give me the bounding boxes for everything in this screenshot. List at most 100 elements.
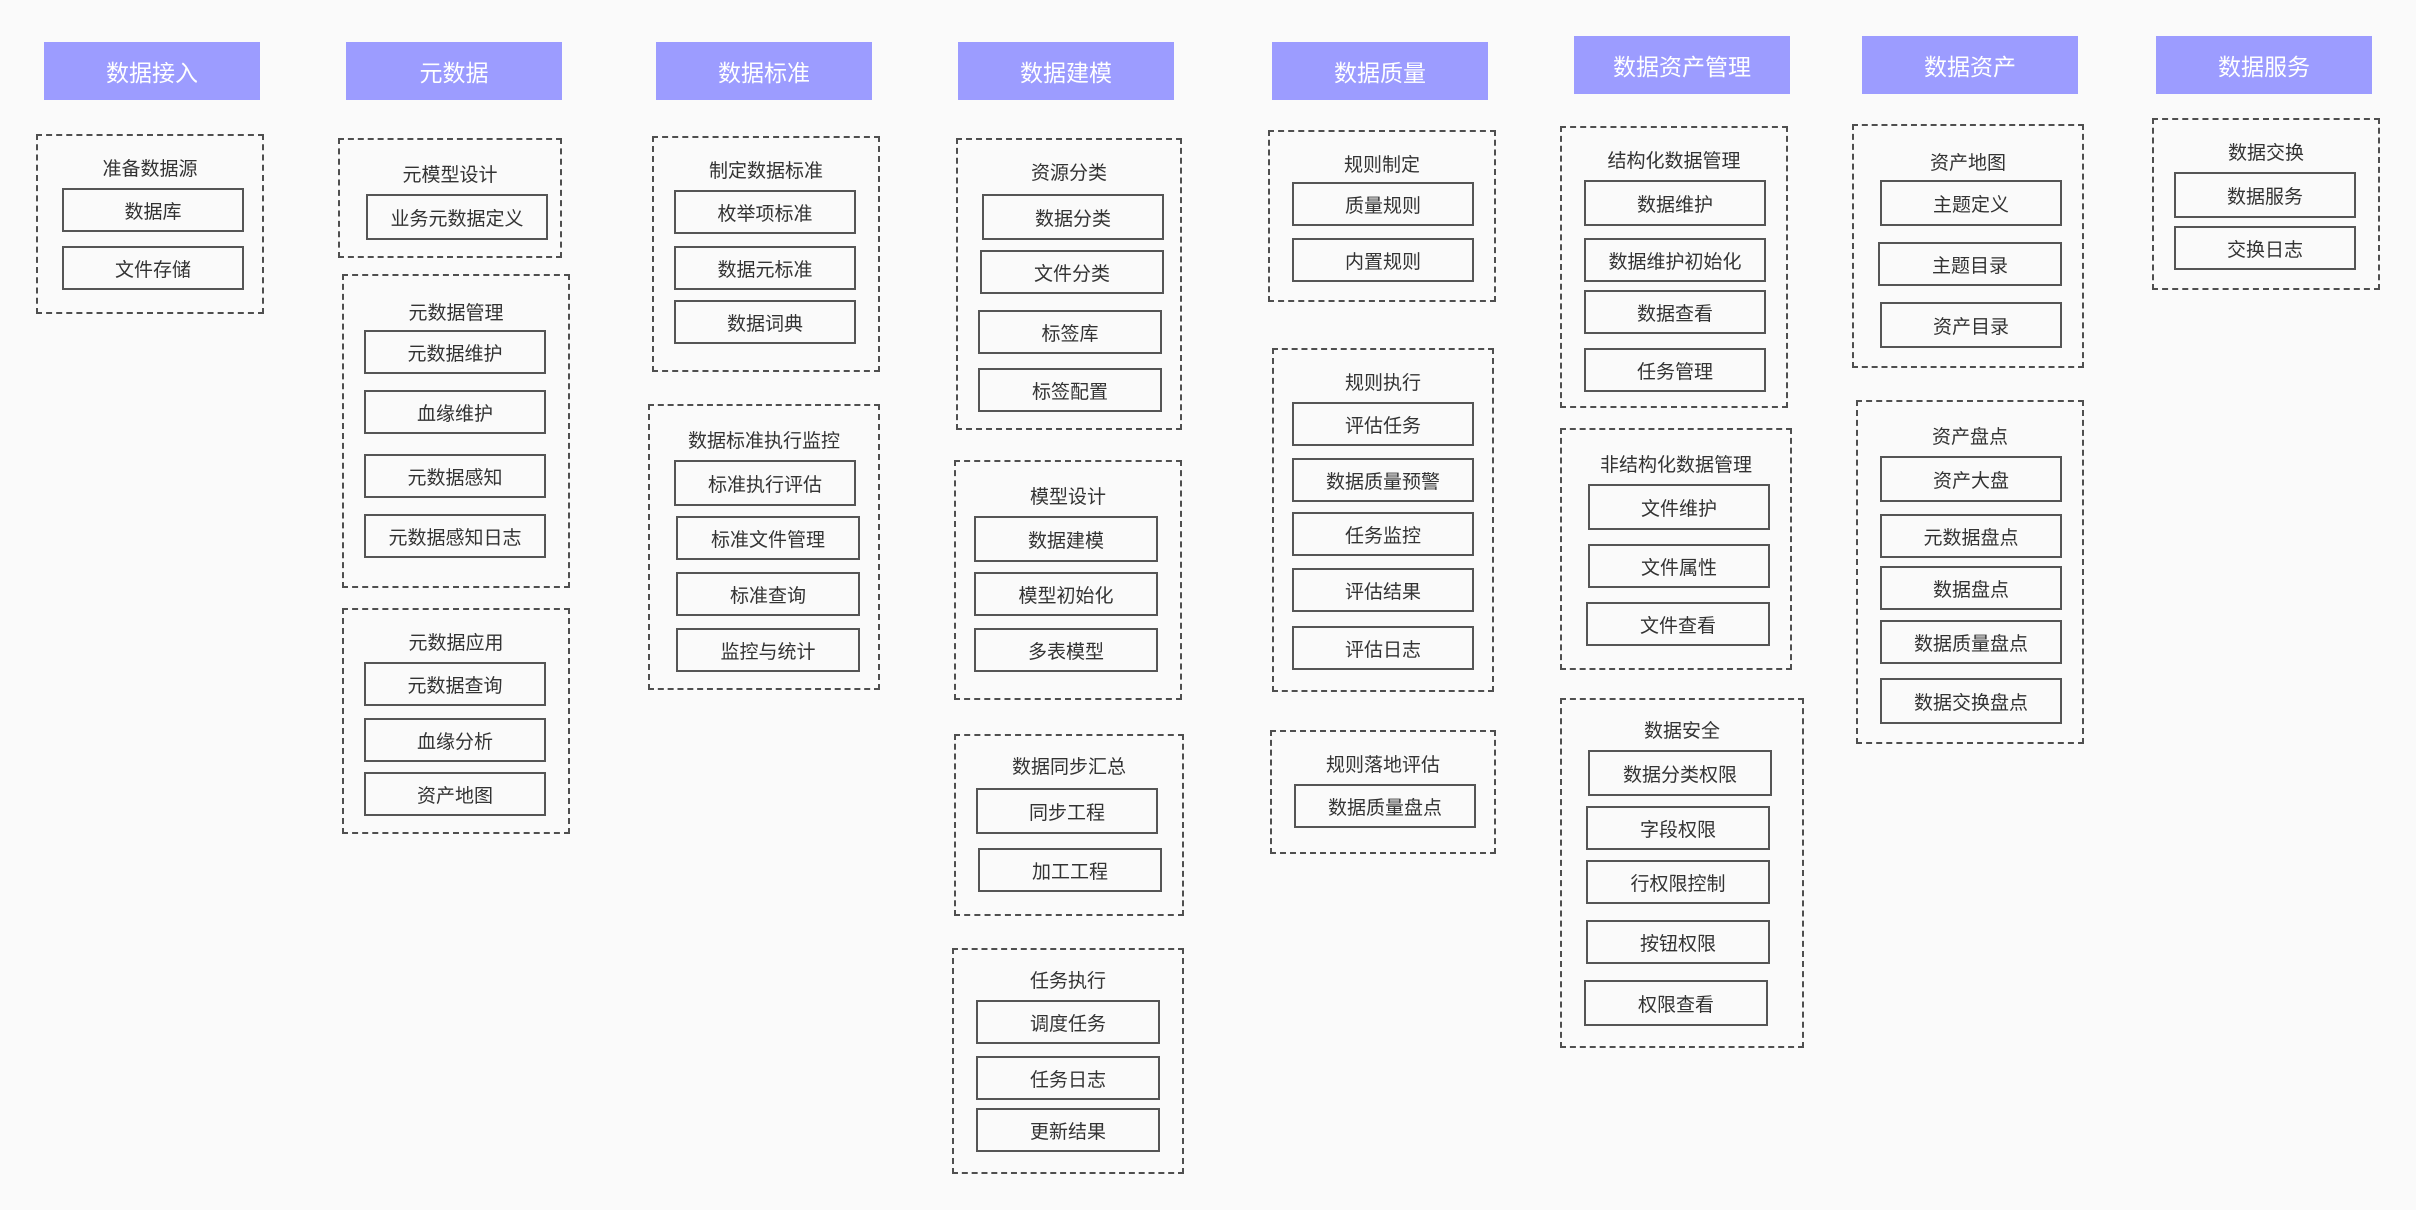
group-title: 资产盘点 bbox=[1931, 426, 2008, 448]
function-item: 文件维护 bbox=[1588, 484, 1770, 530]
column-header: 元数据 bbox=[346, 42, 562, 100]
function-item: 数据维护 bbox=[1584, 180, 1766, 226]
function-item: 质量规则 bbox=[1292, 182, 1474, 226]
function-item: 标签配置 bbox=[978, 368, 1162, 412]
function-item: 数据元标准 bbox=[674, 246, 856, 290]
group-box: 资产地图 主题定义 主题目录 资产目录 bbox=[1852, 124, 2084, 368]
group-title: 资产地图 bbox=[1929, 152, 2006, 174]
group-title: 规则制定 bbox=[1343, 154, 1420, 176]
function-item: 同步工程 bbox=[976, 788, 1158, 834]
group-box: 元数据应用 元数据查询 血缘分析 资产地图 bbox=[342, 608, 570, 834]
function-item: 评估结果 bbox=[1292, 568, 1474, 612]
group-title: 数据标准执行监控 bbox=[687, 430, 840, 452]
function-item: 文件属性 bbox=[1588, 544, 1770, 588]
group-title: 模型设计 bbox=[1029, 486, 1106, 508]
function-item: 加工工程 bbox=[978, 848, 1162, 892]
function-item: 权限查看 bbox=[1584, 980, 1768, 1026]
group-box: 数据安全 数据分类权限 字段权限 行权限控制 按钮权限 权限查看 bbox=[1560, 698, 1804, 1048]
group-box: 数据同步汇总 同步工程 加工工程 bbox=[954, 734, 1184, 916]
group-title: 数据交换 bbox=[2227, 142, 2304, 164]
function-item: 数据交换盘点 bbox=[1880, 678, 2062, 724]
column-header: 数据资产管理 bbox=[1574, 36, 1790, 94]
function-item: 业务元数据定义 bbox=[366, 194, 548, 240]
group-box: 数据交换 数据服务 交换日志 bbox=[2152, 118, 2380, 290]
group-title: 元模型设计 bbox=[402, 164, 498, 186]
group-box: 非结构化数据管理 文件维护 文件属性 文件查看 bbox=[1560, 428, 1792, 670]
function-item: 行权限控制 bbox=[1586, 860, 1770, 904]
function-item: 标准查询 bbox=[676, 572, 860, 616]
function-item: 数据盘点 bbox=[1880, 566, 2062, 610]
function-item: 文件查看 bbox=[1586, 602, 1770, 646]
group-box: 元数据管理 元数据维护 血缘维护 元数据感知 元数据感知日志 bbox=[342, 274, 570, 588]
function-item: 资产大盘 bbox=[1880, 456, 2062, 502]
function-item: 数据质量盘点 bbox=[1880, 620, 2062, 664]
group-box: 规则执行 评估任务 数据质量预警 任务监控 评估结果 评估日志 bbox=[1272, 348, 1494, 692]
function-item: 数据服务 bbox=[2174, 172, 2356, 218]
group-title: 规则落地评估 bbox=[1325, 754, 1440, 776]
group-box: 数据标准执行监控 标准执行评估 标准文件管理 标准查询 监控与统计 bbox=[648, 404, 880, 690]
group-title: 结构化数据管理 bbox=[1607, 150, 1741, 172]
group-title: 规则执行 bbox=[1344, 372, 1421, 394]
function-item: 枚举项标准 bbox=[674, 190, 856, 234]
group-box: 规则制定 质量规则 内置规则 bbox=[1268, 130, 1496, 302]
function-item: 内置规则 bbox=[1292, 238, 1474, 282]
column-header: 数据资产 bbox=[1862, 36, 2078, 94]
function-item: 模型初始化 bbox=[974, 572, 1158, 616]
group-title: 非结构化数据管理 bbox=[1599, 454, 1752, 476]
group-box: 资产盘点 资产大盘 元数据盘点 数据盘点 数据质量盘点 数据交换盘点 bbox=[1856, 400, 2084, 744]
group-title: 制定数据标准 bbox=[708, 160, 823, 182]
group-box: 模型设计 数据建模 模型初始化 多表模型 bbox=[954, 460, 1182, 700]
function-item: 资产目录 bbox=[1880, 302, 2062, 348]
function-item: 任务管理 bbox=[1584, 348, 1766, 392]
function-item: 数据质量盘点 bbox=[1294, 784, 1476, 828]
function-item: 元数据维护 bbox=[364, 330, 546, 374]
function-item: 资产地图 bbox=[364, 772, 546, 816]
function-item: 主题定义 bbox=[1880, 180, 2062, 226]
group-title: 准备数据源 bbox=[102, 158, 198, 180]
function-item: 数据词典 bbox=[674, 300, 856, 344]
function-item: 数据分类权限 bbox=[1588, 750, 1772, 796]
function-item: 调度任务 bbox=[976, 1000, 1160, 1044]
function-item: 任务日志 bbox=[976, 1056, 1160, 1100]
group-box: 资源分类 数据分类 文件分类 标签库 标签配置 bbox=[956, 138, 1182, 430]
function-item: 元数据查询 bbox=[364, 662, 546, 706]
function-item: 主题目录 bbox=[1878, 242, 2062, 286]
function-item: 元数据盘点 bbox=[1880, 514, 2062, 558]
function-item: 任务监控 bbox=[1292, 512, 1474, 556]
column-header: 数据服务 bbox=[2156, 36, 2372, 94]
group-box: 任务执行 调度任务 任务日志 更新结果 bbox=[952, 948, 1184, 1174]
group-title: 资源分类 bbox=[1030, 162, 1107, 184]
function-item: 交换日志 bbox=[2174, 226, 2356, 270]
function-item: 多表模型 bbox=[974, 628, 1158, 672]
function-item: 字段权限 bbox=[1586, 806, 1770, 850]
function-item: 数据查看 bbox=[1584, 290, 1766, 334]
group-box: 结构化数据管理 数据维护 数据维护初始化 数据查看 任务管理 bbox=[1560, 126, 1788, 408]
group-title: 元数据应用 bbox=[408, 632, 504, 654]
function-item: 按钮权限 bbox=[1586, 920, 1770, 964]
group-box: 规则落地评估 数据质量盘点 bbox=[1270, 730, 1496, 854]
group-title: 数据安全 bbox=[1643, 720, 1720, 742]
function-item: 标签库 bbox=[978, 310, 1162, 354]
group-title: 数据同步汇总 bbox=[1011, 756, 1126, 778]
function-item: 数据分类 bbox=[982, 194, 1164, 240]
group-box: 元模型设计 业务元数据定义 bbox=[338, 138, 562, 258]
group-title: 元数据管理 bbox=[408, 302, 504, 324]
function-item: 评估任务 bbox=[1292, 402, 1474, 446]
function-item: 标准文件管理 bbox=[676, 516, 860, 560]
function-item: 文件存储 bbox=[62, 246, 244, 290]
function-item: 元数据感知 bbox=[364, 454, 546, 498]
column-header: 数据质量 bbox=[1272, 42, 1488, 100]
function-item: 血缘分析 bbox=[364, 718, 546, 762]
function-item: 监控与统计 bbox=[676, 628, 860, 672]
group-box: 准备数据源 数据库 文件存储 bbox=[36, 134, 264, 314]
function-item: 元数据感知日志 bbox=[364, 514, 546, 558]
group-box: 制定数据标准 枚举项标准 数据元标准 数据词典 bbox=[652, 136, 880, 372]
function-item: 血缘维护 bbox=[364, 390, 546, 434]
column-header: 数据建模 bbox=[958, 42, 1174, 100]
column-header: 数据接入 bbox=[44, 42, 260, 100]
function-item: 数据质量预警 bbox=[1292, 458, 1474, 502]
function-item: 文件分类 bbox=[980, 250, 1164, 294]
group-title: 任务执行 bbox=[1029, 970, 1106, 992]
function-item: 数据建模 bbox=[974, 516, 1158, 562]
function-item: 标准执行评估 bbox=[674, 460, 856, 506]
